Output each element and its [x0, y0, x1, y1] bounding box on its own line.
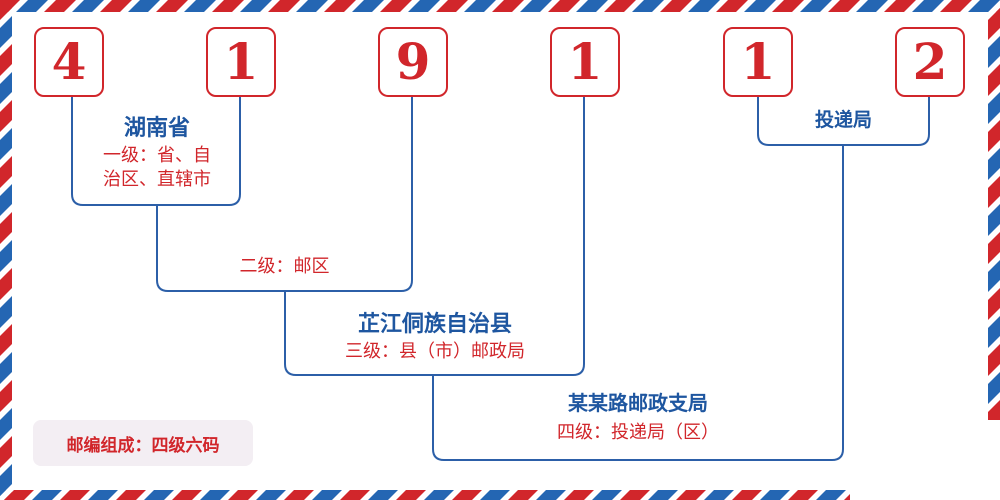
level4-desc: 四级：投递局（区） — [557, 422, 719, 443]
digit-box-5: 1 — [723, 27, 793, 97]
level1-desc-line2: 治区、直辖市 — [103, 168, 211, 190]
level3-label: 芷江侗族自治县 三级：县（市）邮政局 — [285, 310, 585, 364]
level1-desc-line1: 一级：省、自 — [103, 144, 211, 166]
right-border-stripe — [988, 0, 1000, 420]
digit-box-2: 1 — [206, 27, 276, 97]
level1-label: 湖南省 一级：省、自 治区、直辖市 — [74, 114, 240, 192]
level2-desc: 二级：邮区 — [239, 256, 330, 277]
digit-box-1: 4 — [34, 27, 104, 97]
digit-box-4: 1 — [550, 27, 620, 97]
bracket-delivery — [757, 97, 930, 146]
bracket-level3 — [284, 97, 585, 376]
level4-name: 某某路邮政支局 — [568, 391, 708, 415]
top-border-stripe — [0, 0, 1000, 12]
delivery-name: 投递局 — [814, 109, 872, 131]
digit-box-6: 2 — [895, 27, 965, 97]
composition-badge: 邮编组成：四级六码 — [33, 420, 253, 466]
digit-box-3: 9 — [378, 27, 448, 97]
level3-name: 芷江侗族自治县 — [357, 312, 512, 337]
bottom-border-stripe — [0, 490, 1000, 500]
level3-desc: 三级：县（市）邮政局 — [345, 340, 525, 362]
bracket-level4 — [432, 145, 844, 461]
left-border-stripe — [0, 0, 12, 500]
level1-name: 湖南省 — [123, 116, 190, 141]
level4-label: 某某路邮政支局 四级：投递局（区） — [433, 390, 843, 445]
